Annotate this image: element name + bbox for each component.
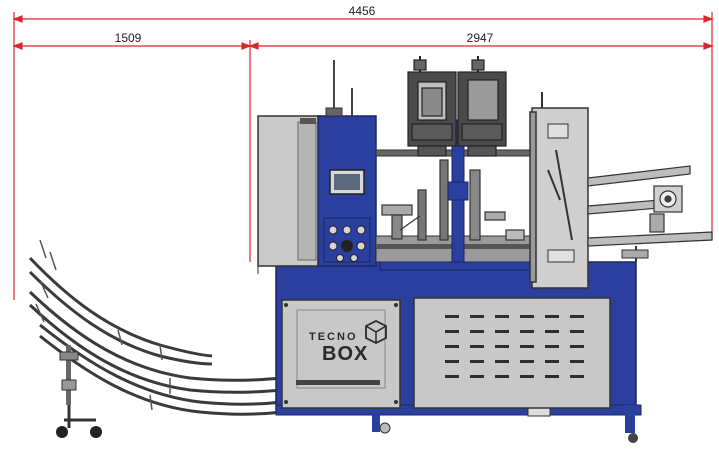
right-upright — [529, 92, 589, 289]
dimension-total-label: 4456 — [349, 4, 376, 18]
electrical-cabinet — [257, 115, 321, 274]
cabinet-antenna — [325, 60, 353, 117]
top-head-left — [407, 56, 457, 157]
conveyor-guides — [35, 239, 171, 411]
conveyor-stand — [56, 345, 102, 438]
blue-column — [447, 119, 469, 263]
central-mechanism — [381, 159, 525, 241]
dimension-right-label: 2947 — [467, 31, 494, 45]
vent-slots — [445, 315, 584, 378]
logo-bottom-text: BOX — [322, 343, 368, 365]
top-head-right — [457, 56, 507, 157]
curved-conveyor — [28, 256, 283, 416]
control-buttons — [328, 225, 366, 262]
logo-top-text: TECNO — [309, 331, 358, 343]
front-panel — [281, 299, 401, 409]
outfeed-conveyor — [587, 165, 713, 247]
outfeed-stand — [621, 246, 649, 262]
dimension-left-label: 1509 — [115, 31, 142, 45]
dimension-total — [12, 12, 714, 300]
dimension-left — [12, 40, 252, 262]
tecnobox-logo: TECNO BOX — [309, 319, 387, 365]
dimension-right — [248, 42, 714, 50]
vented-panel — [413, 297, 611, 409]
